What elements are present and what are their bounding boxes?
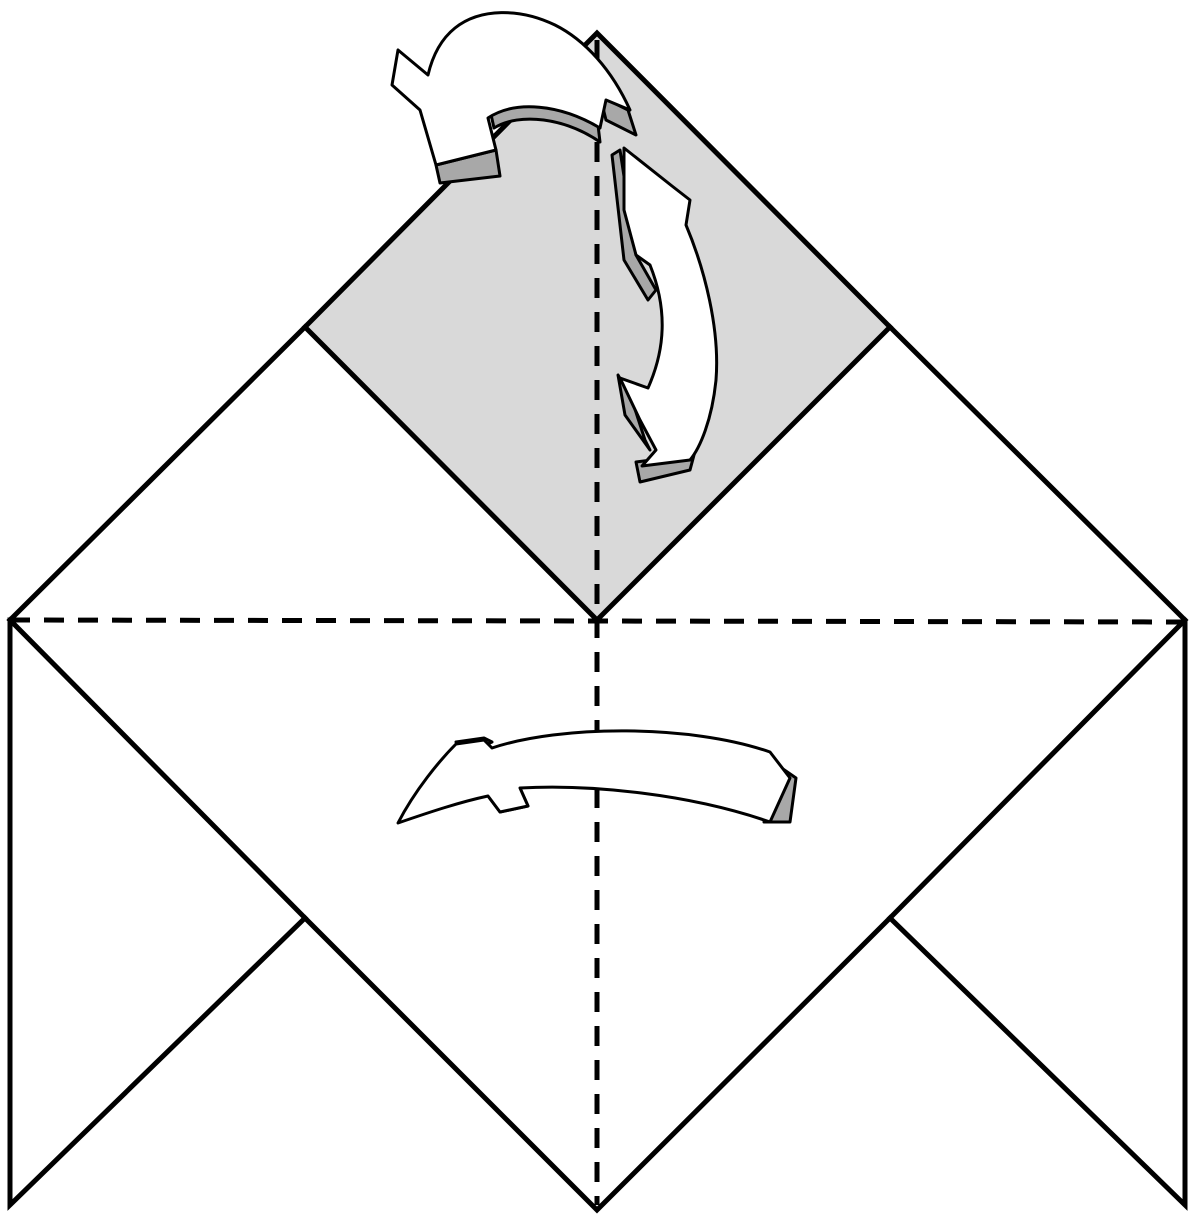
origami-fold-diagram — [0, 0, 1191, 1218]
